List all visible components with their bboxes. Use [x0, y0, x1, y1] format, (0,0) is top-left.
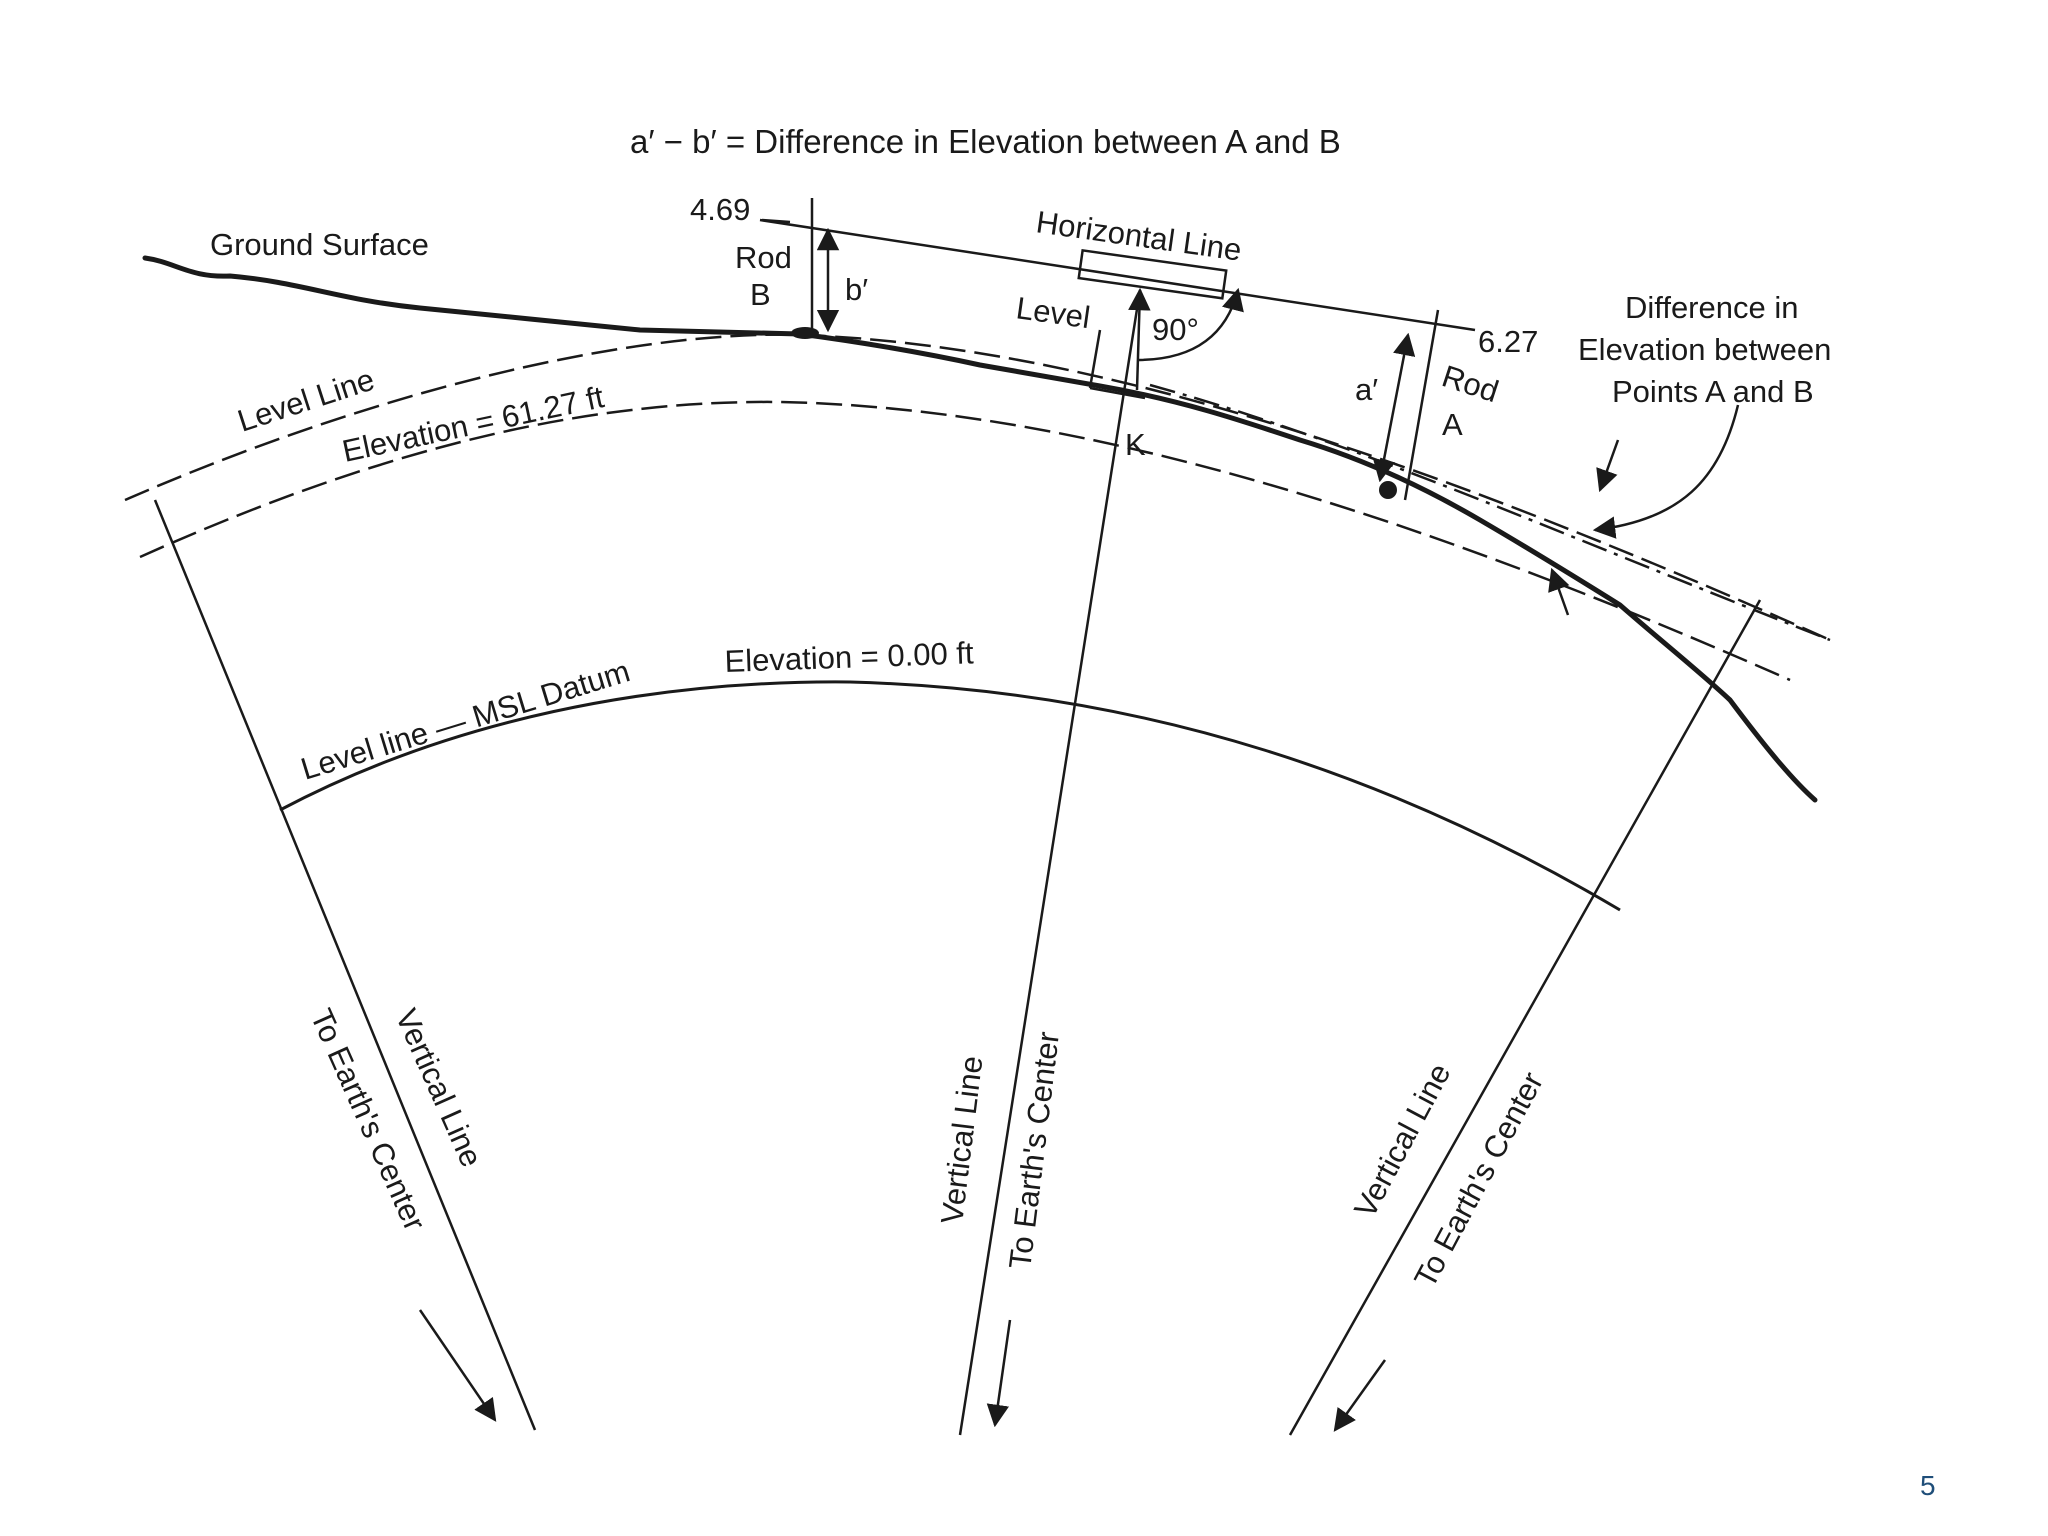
difference-leader	[1592, 404, 1740, 539]
vertical-line-right-label: Vertical Line	[1347, 1058, 1457, 1224]
difference-label-3: Points A and B	[1612, 374, 1814, 409]
msl-datum-label: Level line — MSL Datum	[297, 653, 634, 786]
point-a-marker	[1379, 481, 1397, 499]
point-b-marker	[791, 327, 819, 339]
level-line-through-b	[124, 333, 1831, 642]
vertical-line-left	[153, 499, 537, 1431]
vertical-line-left-label: Vertical Line	[389, 1004, 490, 1173]
instrument-stand	[1128, 287, 1151, 391]
ground-surface-label: Ground Surface	[210, 227, 429, 262]
rod-a-label-2: A	[1442, 407, 1463, 442]
reading-b-label: 4.69	[690, 192, 750, 227]
vertical-line-middle-arrow	[986, 1319, 1012, 1428]
reading-a-label: 6.27	[1478, 324, 1538, 359]
rod-a-label-1: Rod	[1438, 358, 1503, 409]
difference-label-1: Difference in	[1625, 290, 1798, 325]
msl-datum-line	[279, 680, 1621, 912]
a-prime-label: a′	[1355, 372, 1378, 407]
vertical-line-middle	[958, 289, 1142, 1436]
msl-elevation-label: Elevation = 0.00 ft	[724, 635, 974, 679]
level-line-through-a	[1149, 383, 1831, 642]
a-prime-arrow	[1372, 332, 1416, 483]
difference-label-2: Elevation between	[1578, 332, 1831, 367]
earth-center-middle-label: To Earth's Center	[1002, 1030, 1066, 1271]
vertical-line-right-arrow	[1333, 1359, 1387, 1432]
point-k-label: K	[1125, 427, 1146, 462]
level-stand-base	[1089, 386, 1146, 400]
rod-b-label-1: Rod	[735, 240, 792, 275]
elevation-label: Elevation = 61.27 ft	[339, 379, 607, 469]
difference-tick-bottom	[1548, 567, 1570, 616]
level-line-label: Level Line	[233, 362, 378, 439]
ground-surface-line	[142, 255, 1818, 803]
slide-number: 5	[1920, 1470, 1936, 1501]
vertical-line-left-arrow	[418, 1309, 497, 1422]
b-prime-label: b′	[845, 272, 868, 307]
vertical-line-middle-label: Vertical Line	[934, 1054, 989, 1226]
diagram-title: a′ − b′ = Difference in Elevation betwee…	[630, 123, 1341, 160]
vertical-line-right	[1288, 599, 1762, 1436]
difference-tick-top	[1596, 439, 1620, 493]
right-angle-arc	[1136, 287, 1244, 362]
horizontal-line-of-sight	[759, 218, 1476, 332]
level-stand-left	[1088, 329, 1102, 389]
rod-a	[1403, 309, 1440, 501]
reading-b-leader	[761, 218, 791, 224]
angle-label: 90°	[1152, 312, 1199, 347]
elevation-level-line	[139, 400, 1791, 682]
level-label: Level	[1014, 290, 1092, 335]
rod-b-label-2: B	[750, 277, 771, 312]
